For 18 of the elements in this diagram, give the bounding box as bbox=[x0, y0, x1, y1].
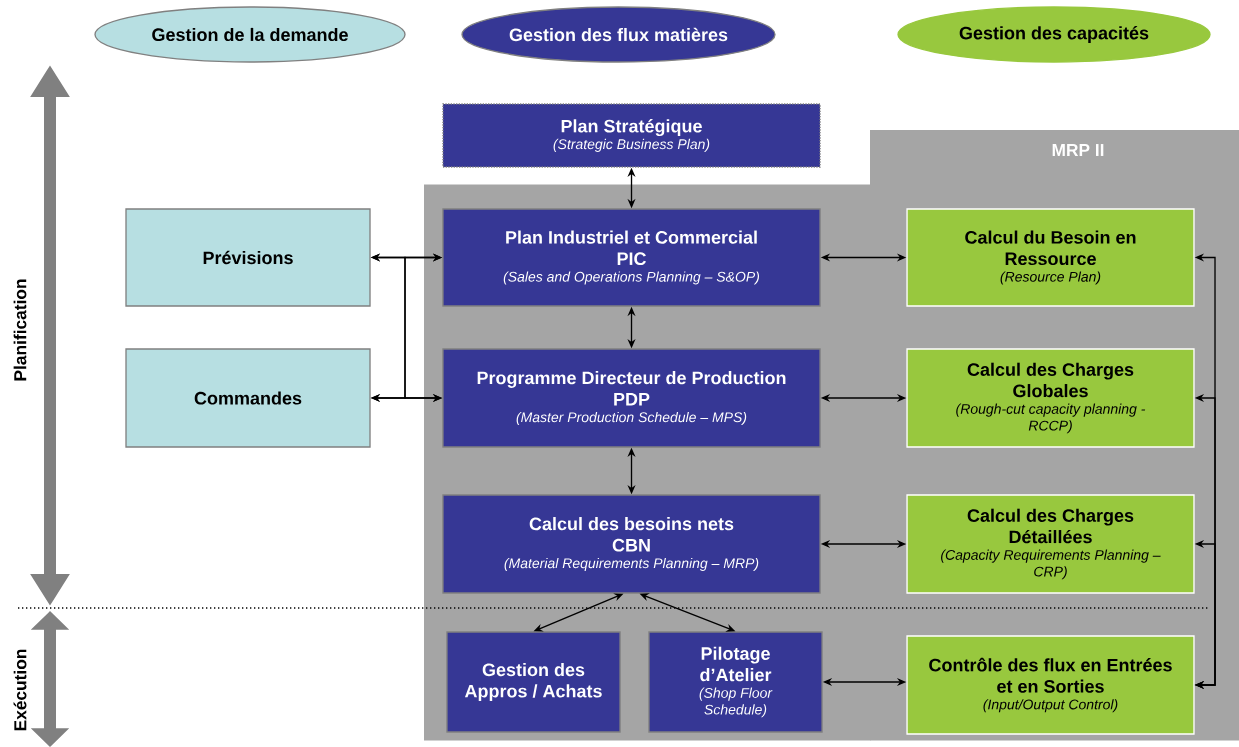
process-box: Gestion des Appros / Achats bbox=[446, 631, 621, 733]
axis-label: Exécution bbox=[13, 649, 27, 731]
process-box: Commandes bbox=[125, 348, 371, 448]
process-box: Plan Stratégique (Strategic Business Plan) bbox=[442, 103, 821, 168]
process-box: Pilotage d’Atelier (Shop Floor Schedule) bbox=[648, 631, 823, 733]
process-box: Prévisions bbox=[125, 208, 371, 307]
process-box: Contrôle des flux en Entrées et en Sorties (Input/Output Control) bbox=[906, 635, 1195, 735]
ellipse-header: Gestion des capacités bbox=[897, 6, 1211, 63]
node-label: MRP II bbox=[1052, 144, 1104, 156]
process-box: Programme Directeur de Production PDP (Master Production Schedule – MPS) bbox=[442, 348, 821, 448]
axis-label: Planification bbox=[13, 279, 27, 381]
process-box: Calcul du Besoin en Ressource (Resource Plan) bbox=[906, 208, 1195, 307]
process-box: Calcul des Charges Détaillées (Capacity Requirements Planning – CRP) bbox=[906, 494, 1195, 594]
ellipse-header: Gestion des flux matières bbox=[461, 6, 776, 63]
process-box: Plan Industriel et Commercial PIC (Sales and Operations Planning – S&OP) bbox=[442, 208, 821, 307]
ellipse-header: Gestion de la demande bbox=[94, 6, 406, 63]
process-box: Calcul des besoins nets CBN (Material Requirements Planning – MRP) bbox=[442, 494, 821, 594]
process-box: Calcul des Charges Globales (Rough-cut capacity planning - RCCP) bbox=[906, 348, 1195, 448]
